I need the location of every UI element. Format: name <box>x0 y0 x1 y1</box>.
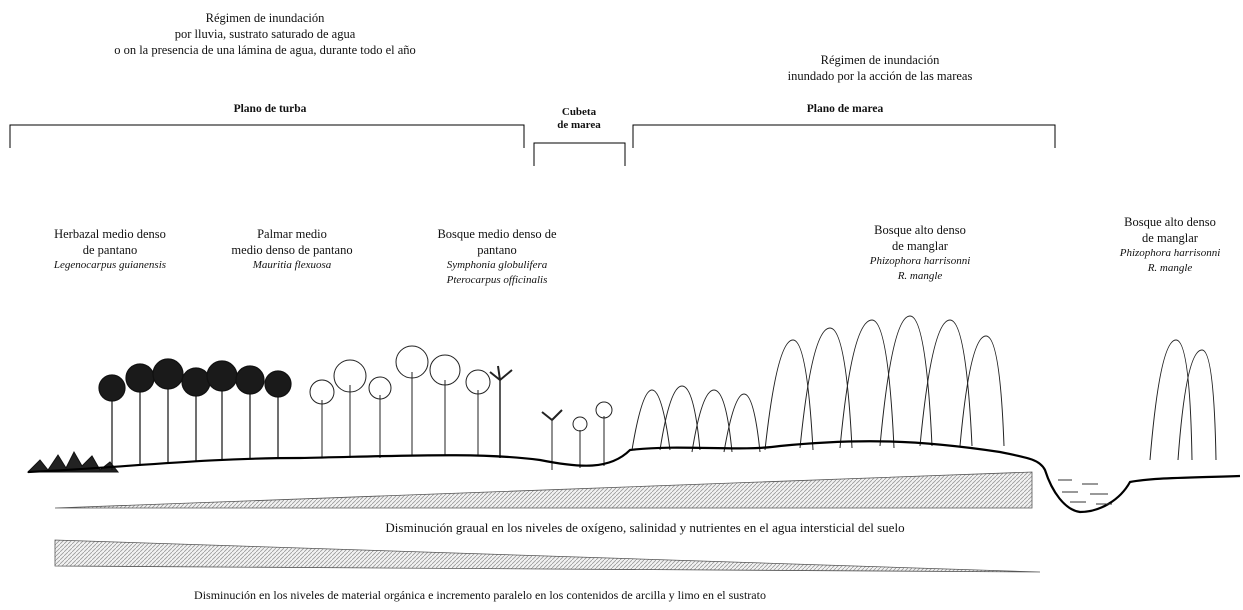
community-mangrove2-line-1: Bosque alto denso <box>1124 215 1216 229</box>
vegetation-mangrove-low <box>631 385 761 453</box>
community-mangrove1-line-1: Bosque alto denso <box>874 223 966 237</box>
community-mangrove-2: Bosque alto denso de manglar Phizophora … <box>1100 214 1240 276</box>
community-mangrove2-species-2: R. mangle <box>1147 262 1193 274</box>
community-herbaceous-line-1: Herbazal medio denso <box>54 227 166 241</box>
bracket-basin <box>533 142 626 166</box>
regime-tide-line-2: inundado por la acción de las mareas <box>787 69 973 83</box>
community-swamp-species-1: Symphonia globulifera <box>446 259 548 271</box>
zone-tidal-label: Plano de marea <box>806 103 884 115</box>
regime-tide-line-1: Régimen de inundación <box>820 53 940 67</box>
community-herbaceous-line-2: de pantano <box>82 243 138 257</box>
community-palm-line-2: medio denso de pantano <box>231 243 353 257</box>
regime-tide-text: Régimen de inundación inundado por la ac… <box>730 52 1030 84</box>
vegetation-palm <box>98 358 292 470</box>
community-mangrove1-line-2: de manglar <box>892 239 948 253</box>
community-palm-species: Mauritia flexuosa <box>252 259 332 271</box>
oxygen-gradient-caption: Disminución graual en los niveles de oxí… <box>385 520 905 535</box>
regime-rain-line-1: Régimen de inundación <box>205 11 325 25</box>
community-palm-line-1: Palmar medio <box>257 227 327 241</box>
vegetation-mangrove-high <box>764 315 1005 451</box>
community-swamp-line-2: pantano <box>477 243 517 257</box>
vegetation-mangrove-far <box>1149 339 1217 461</box>
regime-rain-line-2: por lluvia, sustrato saturado de agua <box>174 27 356 41</box>
community-swamp-forest: Bosque medio denso de pantano Symphonia … <box>402 226 592 288</box>
vegetation-swamp-forest <box>309 345 513 458</box>
regime-rain-line-3: o on la presencia de una lámina de agua,… <box>114 43 416 57</box>
community-swamp-line-1: Bosque medio denso de <box>437 227 557 241</box>
community-mangrove2-line-2: de manglar <box>1142 231 1198 245</box>
community-herbaceous: Herbazal medio denso de pantano Legenoca… <box>20 226 200 273</box>
vegetation-basin-shrubs <box>541 401 613 470</box>
bracket-tidal <box>632 124 1056 148</box>
community-herbaceous-species: Legenocarpus guianensis <box>53 259 167 271</box>
community-mangrove2-species-1: Phizophora harrisonni <box>1119 247 1221 259</box>
bracket-peat <box>9 124 525 148</box>
organic-gradient-wedge <box>54 539 1041 573</box>
tidal-channel-water <box>1058 479 1112 505</box>
zone-peat-label: Plano de turba <box>233 103 307 115</box>
community-palm: Palmar medio medio denso de pantano Maur… <box>202 226 382 273</box>
ground-surface <box>27 440 1241 514</box>
community-mangrove-1: Bosque alto denso de manglar Phizophora … <box>830 222 1010 284</box>
zone-basin-line-1: Cubeta <box>561 106 597 118</box>
oxygen-gradient-wedge <box>54 471 1033 509</box>
zone-basin-label: Cubeta de marea <box>529 106 629 132</box>
organic-gradient-caption: Disminución en los niveles de material o… <box>194 588 766 602</box>
community-mangrove1-species-2: R. mangle <box>897 270 943 282</box>
regime-rain-text: Régimen de inundación por lluvia, sustra… <box>40 10 490 58</box>
community-swamp-species-2: Pterocarpus officinalis <box>446 274 548 286</box>
community-mangrove1-species-1: Phizophora harrisonni <box>869 255 971 267</box>
zone-basin-line-2: de marea <box>557 119 601 131</box>
